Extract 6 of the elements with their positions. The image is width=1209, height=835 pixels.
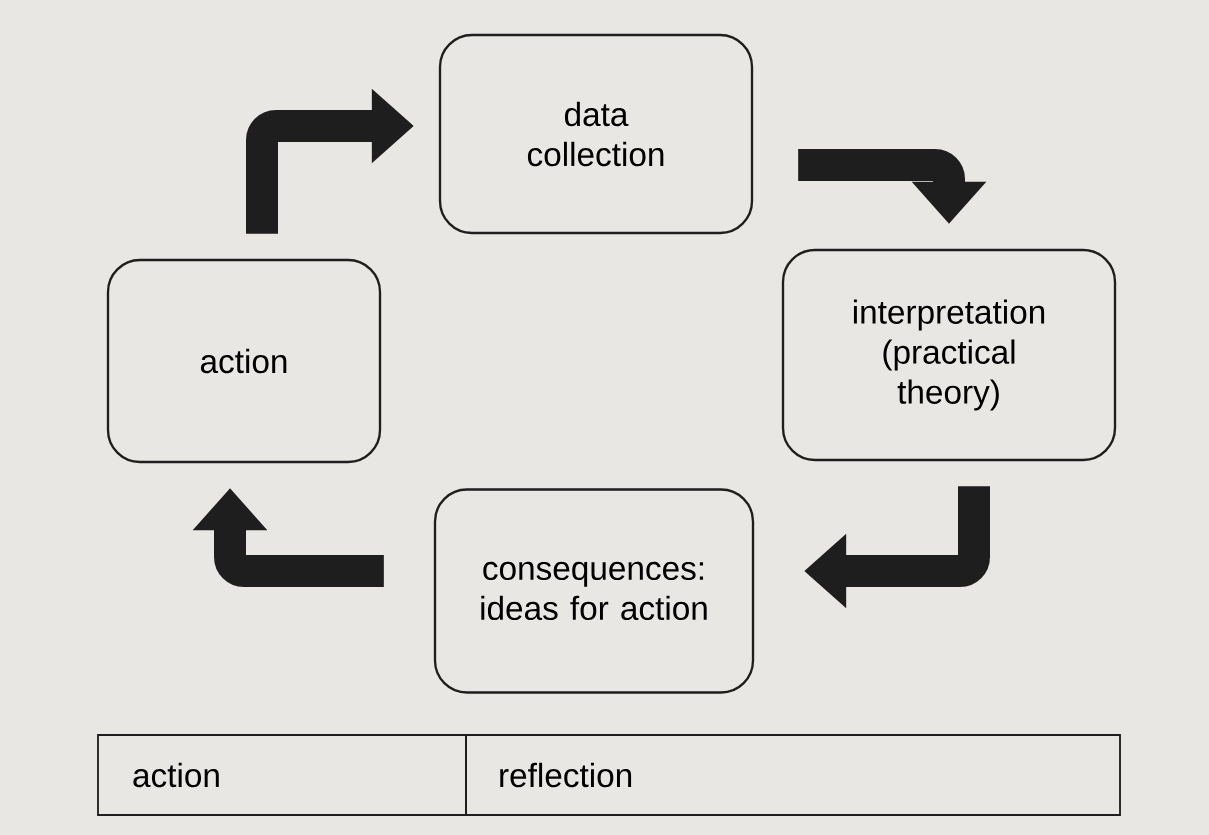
process-box: consequences: ideas for action	[433, 488, 755, 694]
process-box: action	[106, 258, 382, 464]
table-cell: reflection	[465, 734, 1121, 816]
table-cell: action	[97, 734, 467, 816]
process-box: data collection	[438, 33, 754, 235]
process-box: interpretation (practical theory)	[781, 248, 1117, 462]
